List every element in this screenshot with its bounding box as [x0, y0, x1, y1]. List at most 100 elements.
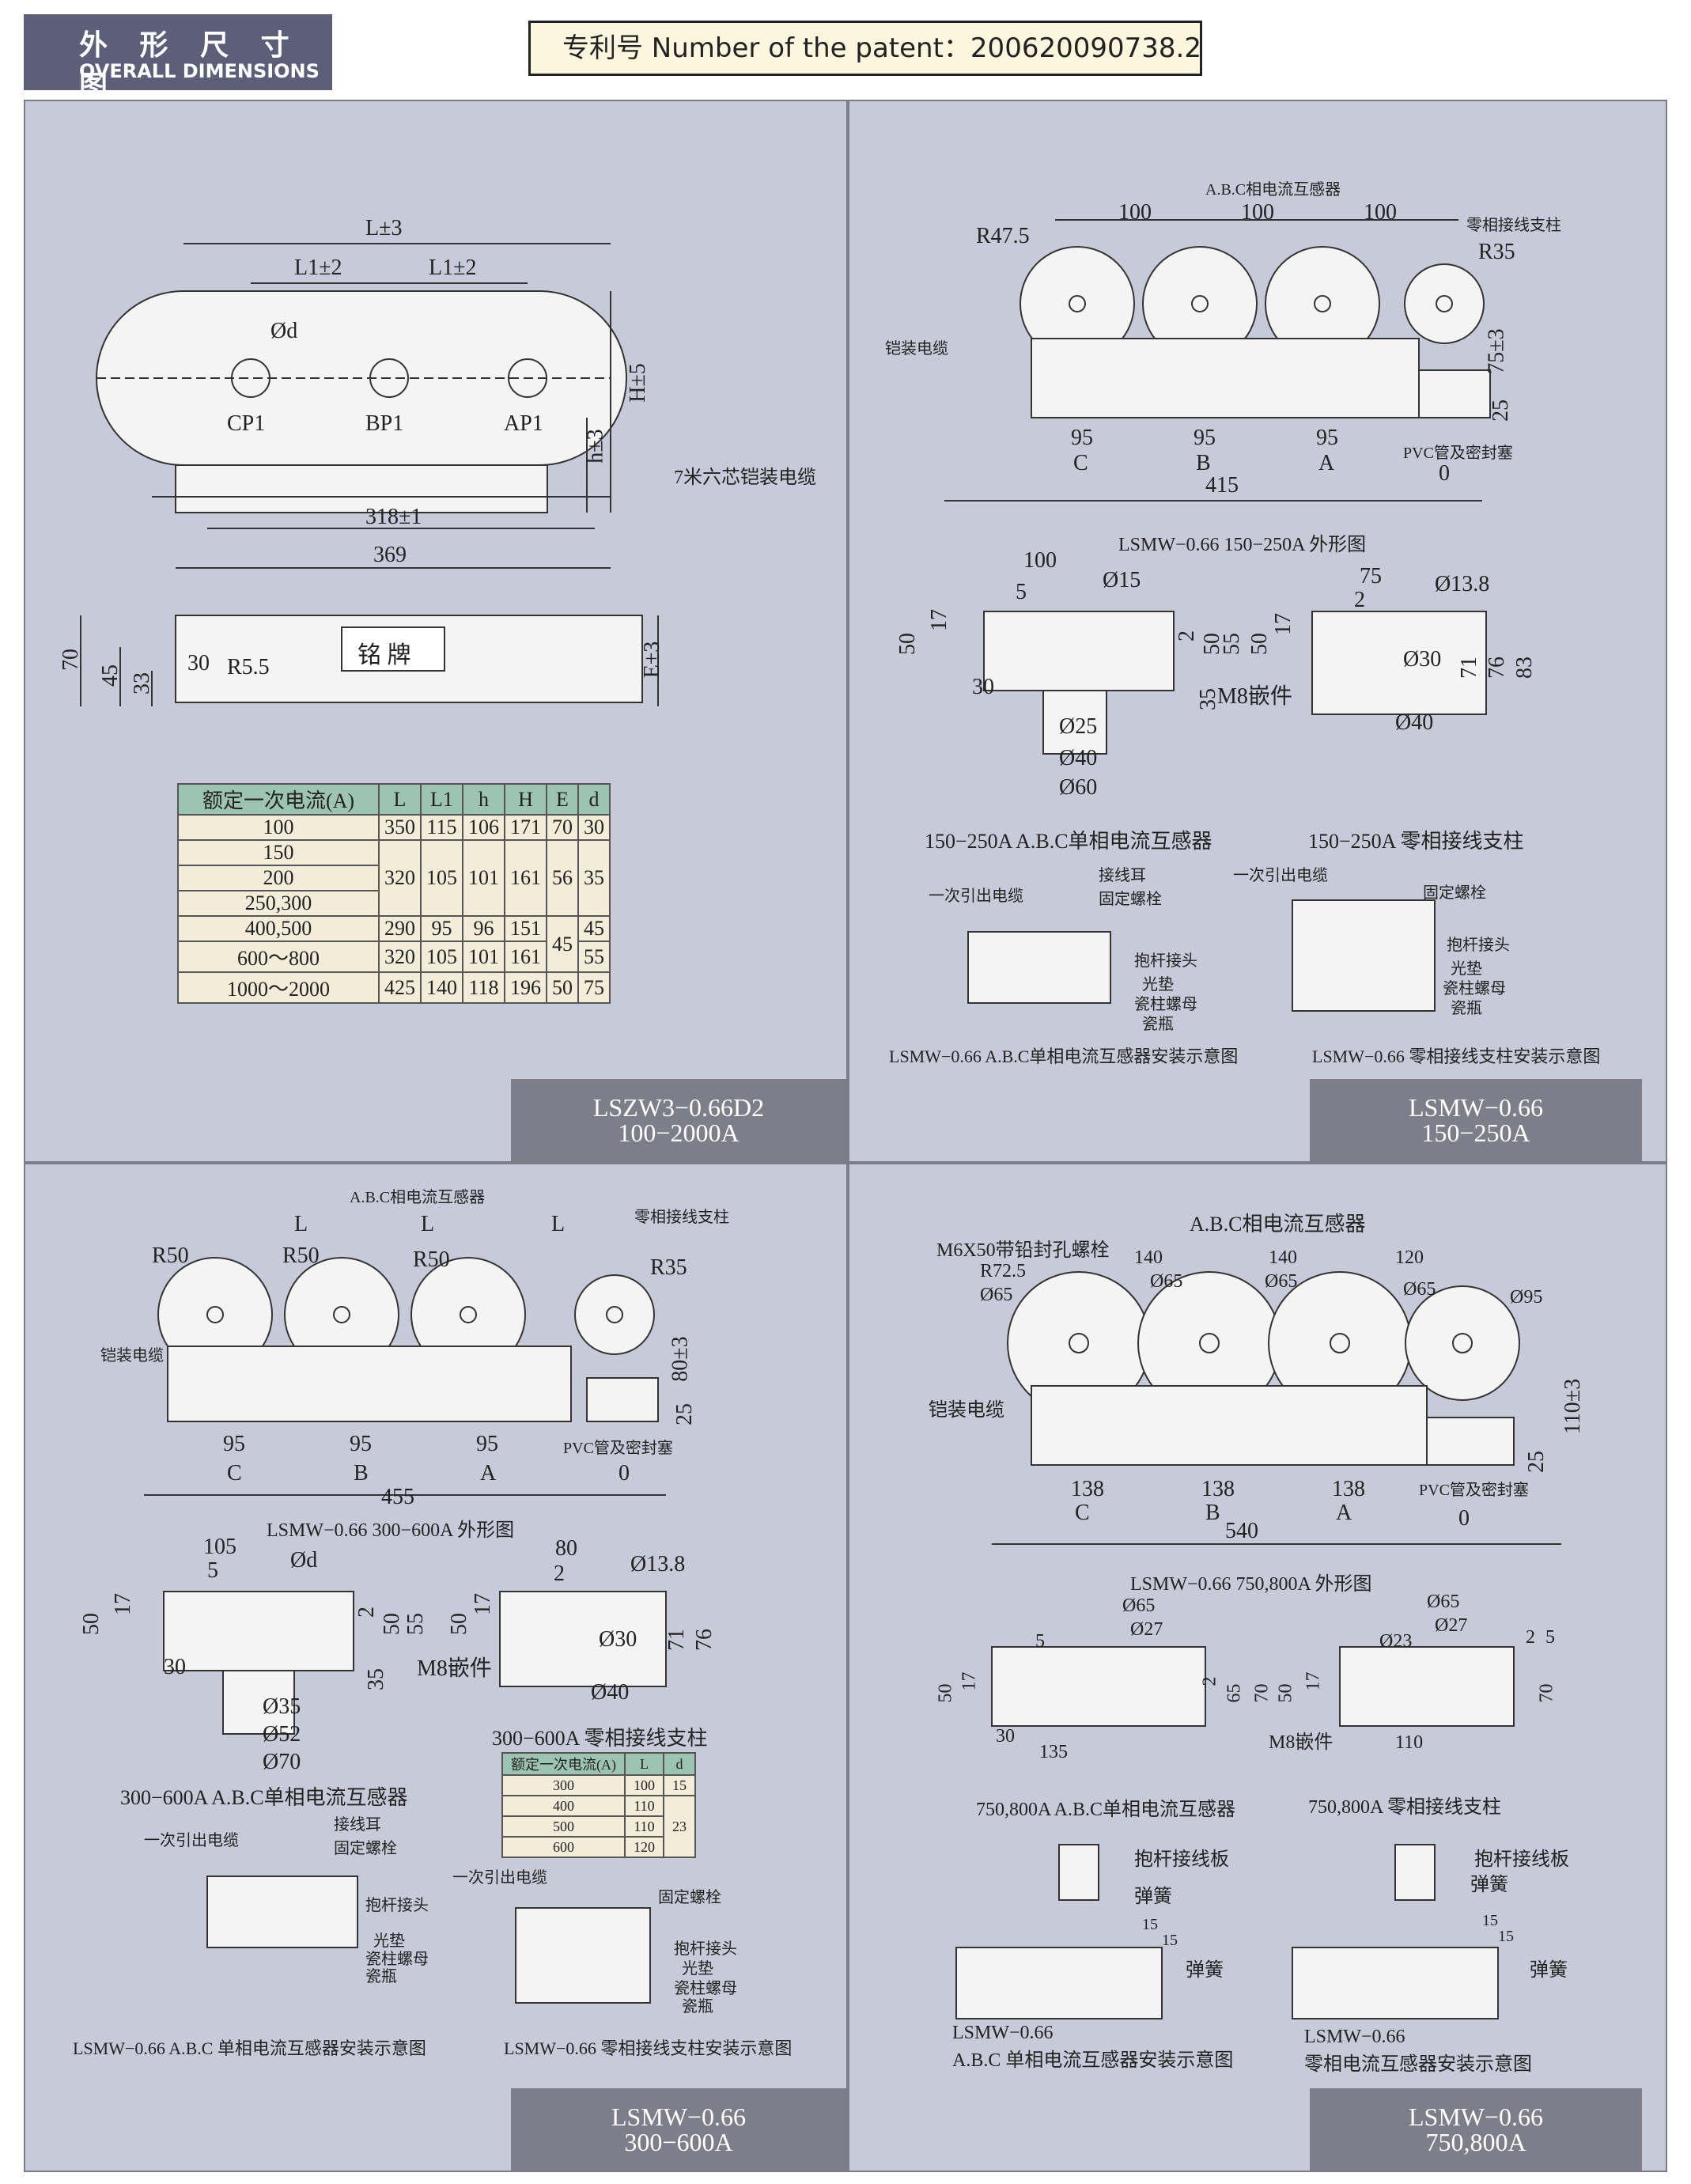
dim-70: 70: [59, 649, 83, 671]
terminal-cp1-hole: [231, 358, 270, 398]
phase-b: B: [1205, 1501, 1220, 1525]
dl-5: 5: [1016, 580, 1027, 604]
detail-right-caption: 150−250A 零相接线支柱: [1308, 830, 1524, 853]
neutral-housing: [1426, 1417, 1515, 1466]
dr-83: 83: [1512, 657, 1537, 679]
panel-lsmw-150-250: A.B.C相电流互感器 零相接线支柱 R47.5 R35 100 100 100…: [848, 100, 1667, 1163]
top-label: A.B.C相电流互感器: [1205, 181, 1341, 199]
col-h: h: [462, 783, 505, 816]
top-label: A.B.C相电流互感器: [1190, 1213, 1366, 1236]
install-right-body: [515, 1907, 651, 2004]
phi95: Ø95: [1510, 1287, 1543, 1308]
dr-30: Ø30: [1403, 647, 1442, 672]
lszw3-spec-table: 额定一次电流(A) L L1 h H E d 100 350 115 106 1…: [177, 783, 611, 1004]
install-left-caption-2: A.B.C 单相电流互感器安装示意图: [952, 2050, 1234, 2071]
phase-c: C: [1073, 451, 1088, 475]
armor-label: 铠装电缆: [885, 340, 948, 358]
r47: R47.5: [976, 224, 1030, 248]
install-right-body: [1292, 1947, 1499, 2019]
v80: 80±3: [668, 1336, 693, 1382]
ir-label-2: 抱杆接头: [674, 1940, 737, 1958]
panel-lszw3: L±3 L1±2 L1±2 Ød H±5 h±3 CP1 BP1 AP1 7米六…: [24, 100, 848, 1163]
spacing-2: 100: [1241, 200, 1274, 225]
pvc-label: PVC管及密封塞: [1403, 445, 1513, 462]
bottom-95-1: 95: [1071, 426, 1093, 450]
total-455: 455: [381, 1485, 414, 1509]
phase-b: B: [1196, 451, 1211, 475]
detail-right-body: [499, 1591, 667, 1687]
dl-17: 17: [927, 609, 951, 631]
table-row: 100 350 115 106 171 70 30: [177, 814, 611, 841]
title-en: OVERALL DIMENSIONS: [79, 60, 320, 82]
il-dim-15-a: 15: [1142, 1916, 1158, 1933]
dim-L: L±3: [365, 216, 403, 240]
neutral-post: [574, 1274, 655, 1355]
dr-138: Ø13.8: [630, 1552, 686, 1576]
top-label: A.B.C相电流互感器: [350, 1189, 486, 1206]
detail-right-caption: 300−600A 零相接线支柱: [492, 1727, 708, 1750]
terminal-cp1: CP1: [227, 411, 266, 436]
dl-15: Ø15: [1103, 568, 1141, 592]
il-label-2: 固定螺栓: [1099, 891, 1162, 908]
install-right-caption: LSMW−0.66 零相接线支柱安装示意图: [1312, 1047, 1601, 1066]
dl-65b: 65: [1224, 1683, 1245, 1703]
install-right-caption: LSMW−0.66 零相接线支柱安装示意图: [504, 2038, 793, 2058]
dr-80: 80: [555, 1536, 577, 1561]
dl-5: 5: [1035, 1631, 1045, 1652]
dl-105: 105: [203, 1535, 236, 1559]
dr-m8: M8嵌件: [417, 1656, 492, 1681]
dr-27: Ø27: [1435, 1615, 1468, 1636]
detail-left-caption: 750,800A A.B.C单相电流互感器: [976, 1800, 1236, 1820]
detail-left-caption: 300−600A A.B.C单相电流互感器: [120, 1786, 408, 1809]
ir-label-3: 光垫: [1451, 960, 1482, 978]
spacing-L-1: L: [294, 1212, 308, 1236]
install-left-caption: LSMW−0.66 A.B.C单相电流互感器安装示意图: [889, 1047, 1239, 1066]
dr-50: 50: [1247, 633, 1272, 655]
dl-55: 55: [1220, 633, 1244, 655]
phase-a: A: [480, 1461, 497, 1486]
dim-30: 30: [187, 651, 210, 676]
dl-50: 50: [79, 1613, 104, 1635]
dr-71: 71: [664, 1629, 689, 1651]
phase-c: C: [1075, 1501, 1090, 1525]
v110: 110±3: [1560, 1378, 1586, 1435]
outline-caption: LSMW−0.66 150−250A 外形图: [1118, 535, 1367, 555]
housing: [1031, 338, 1420, 418]
terminal-ap1-hole: [508, 358, 547, 398]
dr-m8: M8嵌件: [1269, 1732, 1334, 1753]
bottom-95-3: 95: [1316, 426, 1338, 450]
table-row: 1000～2000 425 140 118 196 50 75: [177, 971, 611, 1004]
il-label-0: 一次引出电缆: [929, 888, 1023, 905]
dr-2: 2: [1526, 1627, 1535, 1648]
install-right-caption-1: LSMW−0.66: [1304, 2027, 1405, 2047]
ir-plate-label: 抱杆接线板: [1474, 1849, 1569, 1870]
dr-50: 50: [1275, 1683, 1296, 1703]
il-label-6: 瓷瓶: [1142, 1016, 1174, 1033]
r50-1: R50: [152, 1243, 189, 1268]
patent-number: 专利号 Number of the patent：200620090738.2: [528, 21, 1202, 76]
dl-35b: Ø35: [263, 1694, 301, 1719]
install-left-body: [955, 1947, 1163, 2019]
install-left-caption-1: LSMW−0.66: [952, 2023, 1054, 2043]
dl-27: Ø27: [1130, 1619, 1163, 1640]
table-row: 400,500 290 95 96 151 45 45: [177, 915, 611, 973]
dl-50: 50: [935, 1683, 956, 1703]
phi65-c: Ø65: [1150, 1271, 1183, 1292]
phase-a: A: [1318, 451, 1335, 475]
dl-50b: 50: [380, 1613, 404, 1635]
spacing-140-1: 140: [1134, 1247, 1163, 1268]
neutral-label: 零相接线支柱: [634, 1209, 729, 1226]
pvc-label: PVC管及密封塞: [1419, 1482, 1529, 1499]
detail-left-caption: 150−250A A.B.C单相电流互感器: [925, 830, 1212, 853]
table-row: 600～800 320 105 101 161 55: [177, 941, 611, 973]
r50-3: R50: [413, 1247, 450, 1272]
col-H: H: [504, 783, 547, 816]
col-d: d: [577, 783, 611, 816]
phase-0: 0: [1458, 1506, 1470, 1531]
ir-label-5: 瓷瓶: [1451, 1000, 1482, 1017]
dr-2: 2: [554, 1561, 565, 1586]
detail-left-body: [163, 1591, 354, 1671]
dl-30: 30: [996, 1726, 1015, 1747]
ir-label-2: 抱杆接头: [1447, 937, 1510, 954]
